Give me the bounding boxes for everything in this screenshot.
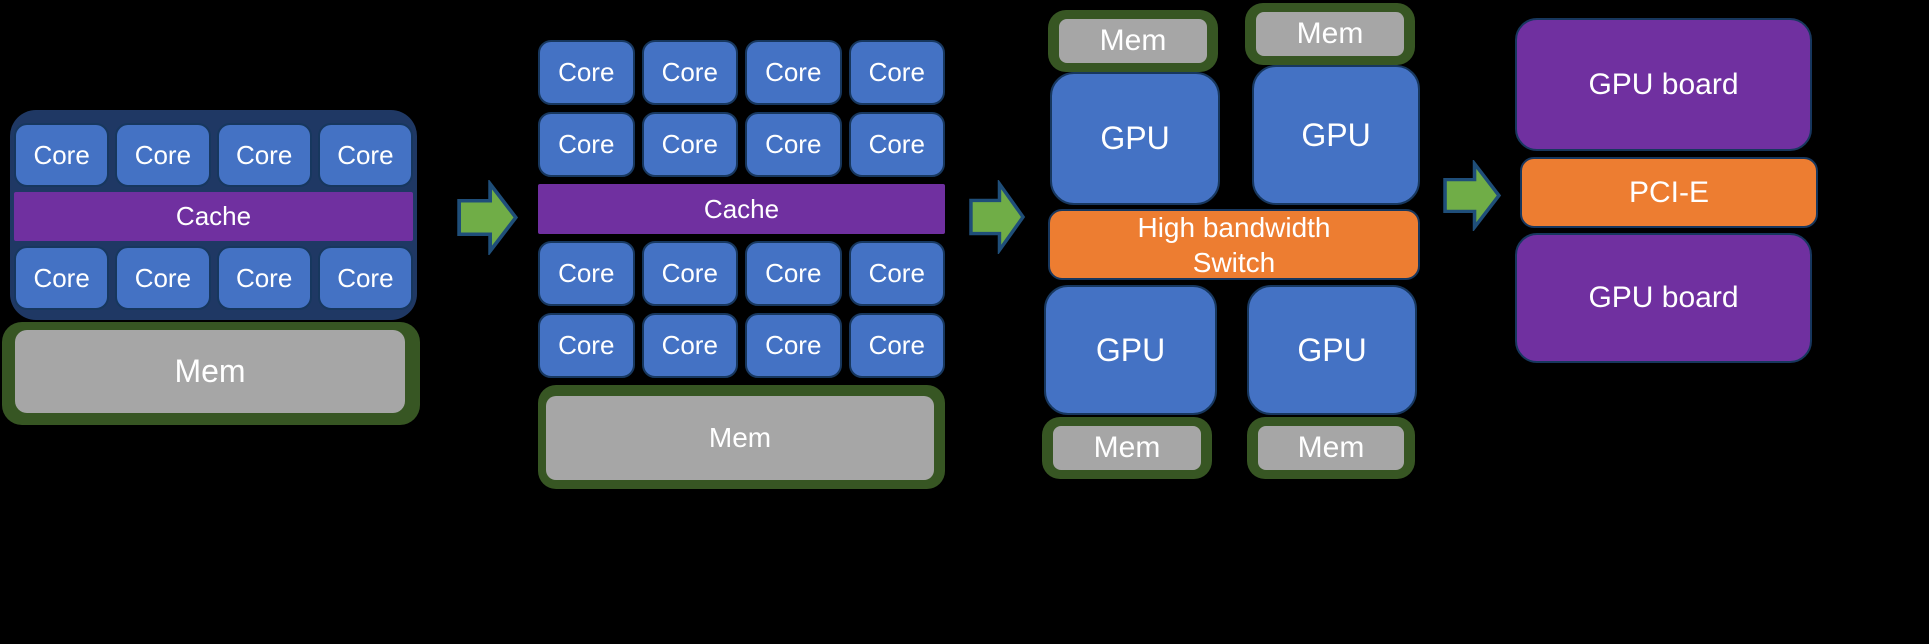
core-block: Core — [216, 246, 312, 310]
core-block: Core — [641, 241, 738, 306]
core-block: Core — [745, 313, 842, 378]
core-row: Core Core Core Core — [538, 112, 945, 177]
core-block: Core — [538, 241, 635, 306]
switch-label-line2: Switch — [1192, 246, 1276, 278]
core-block: Core — [745, 112, 842, 177]
gpu-board-section: GPU board PCI-E GPU board — [1515, 18, 1820, 370]
core-row: Core Core Core Core — [538, 313, 945, 378]
switch-label-line1: High bandwidth — [1137, 211, 1331, 243]
core-row: Core Core Core Core — [538, 40, 945, 105]
cache-bar: Cache — [538, 184, 945, 234]
core-block: Core — [115, 123, 211, 187]
gpu-block: GPU — [1252, 65, 1420, 205]
core-block: Core — [848, 313, 945, 378]
gpu-node-section: Mem Mem GPU GPU High bandwidth Switch GP… — [1042, 0, 1422, 480]
cpu-mem-block: Mem — [538, 385, 945, 489]
gpu-mem-block: Mem — [1042, 417, 1212, 479]
gpu-block: GPU — [1044, 285, 1217, 415]
right-arrow-icon — [1443, 160, 1502, 231]
mem-label: Mem — [1053, 426, 1201, 470]
core-block: Core — [317, 246, 413, 310]
core-block: Core — [317, 123, 413, 187]
core-block: Core — [848, 112, 945, 177]
cpu-mem-block: Mem — [2, 322, 420, 425]
pcie-bar: PCI-E — [1520, 157, 1818, 228]
gpu-board-block: GPU board — [1515, 233, 1812, 363]
core-block: Core — [538, 40, 635, 105]
core-block: Core — [848, 241, 945, 306]
core-block: Core — [745, 241, 842, 306]
gpu-mem-block: Mem — [1247, 417, 1415, 479]
core-block: Core — [641, 112, 738, 177]
right-arrow-icon — [457, 180, 519, 255]
gpu-block: GPU — [1247, 285, 1417, 415]
core-block: Core — [14, 123, 110, 187]
right-arrow-icon — [969, 180, 1026, 254]
mem-label: Mem — [546, 396, 934, 480]
multicore-cpu-chip: Core Core Core Core Cache Core Core Core… — [10, 110, 417, 320]
core-row: Core Core Core Core — [14, 246, 413, 310]
gpu-mem-block: Mem — [1245, 3, 1415, 65]
manycore-cpu-section: Core Core Core Core Core Core Core Core … — [538, 40, 945, 489]
core-block: Core — [848, 40, 945, 105]
gpu-block: GPU — [1050, 72, 1220, 205]
core-row: Core Core Core Core — [14, 123, 413, 187]
core-block: Core — [641, 40, 738, 105]
cache-bar: Cache — [14, 192, 413, 241]
core-row: Core Core Core Core — [538, 241, 945, 306]
mem-label: Mem — [15, 330, 405, 413]
core-block: Core — [115, 246, 211, 310]
core-block: Core — [745, 40, 842, 105]
core-block: Core — [14, 246, 110, 310]
mem-label: Mem — [1256, 12, 1404, 56]
core-block: Core — [538, 313, 635, 378]
core-block: Core — [538, 112, 635, 177]
core-block: Core — [641, 313, 738, 378]
mem-label: Mem — [1258, 426, 1404, 470]
high-bandwidth-switch-bar: High bandwidth Switch — [1048, 209, 1420, 280]
gpu-board-block: GPU board — [1515, 18, 1812, 151]
core-block: Core — [216, 123, 312, 187]
mem-label: Mem — [1059, 19, 1207, 63]
gpu-mem-block: Mem — [1048, 10, 1218, 72]
